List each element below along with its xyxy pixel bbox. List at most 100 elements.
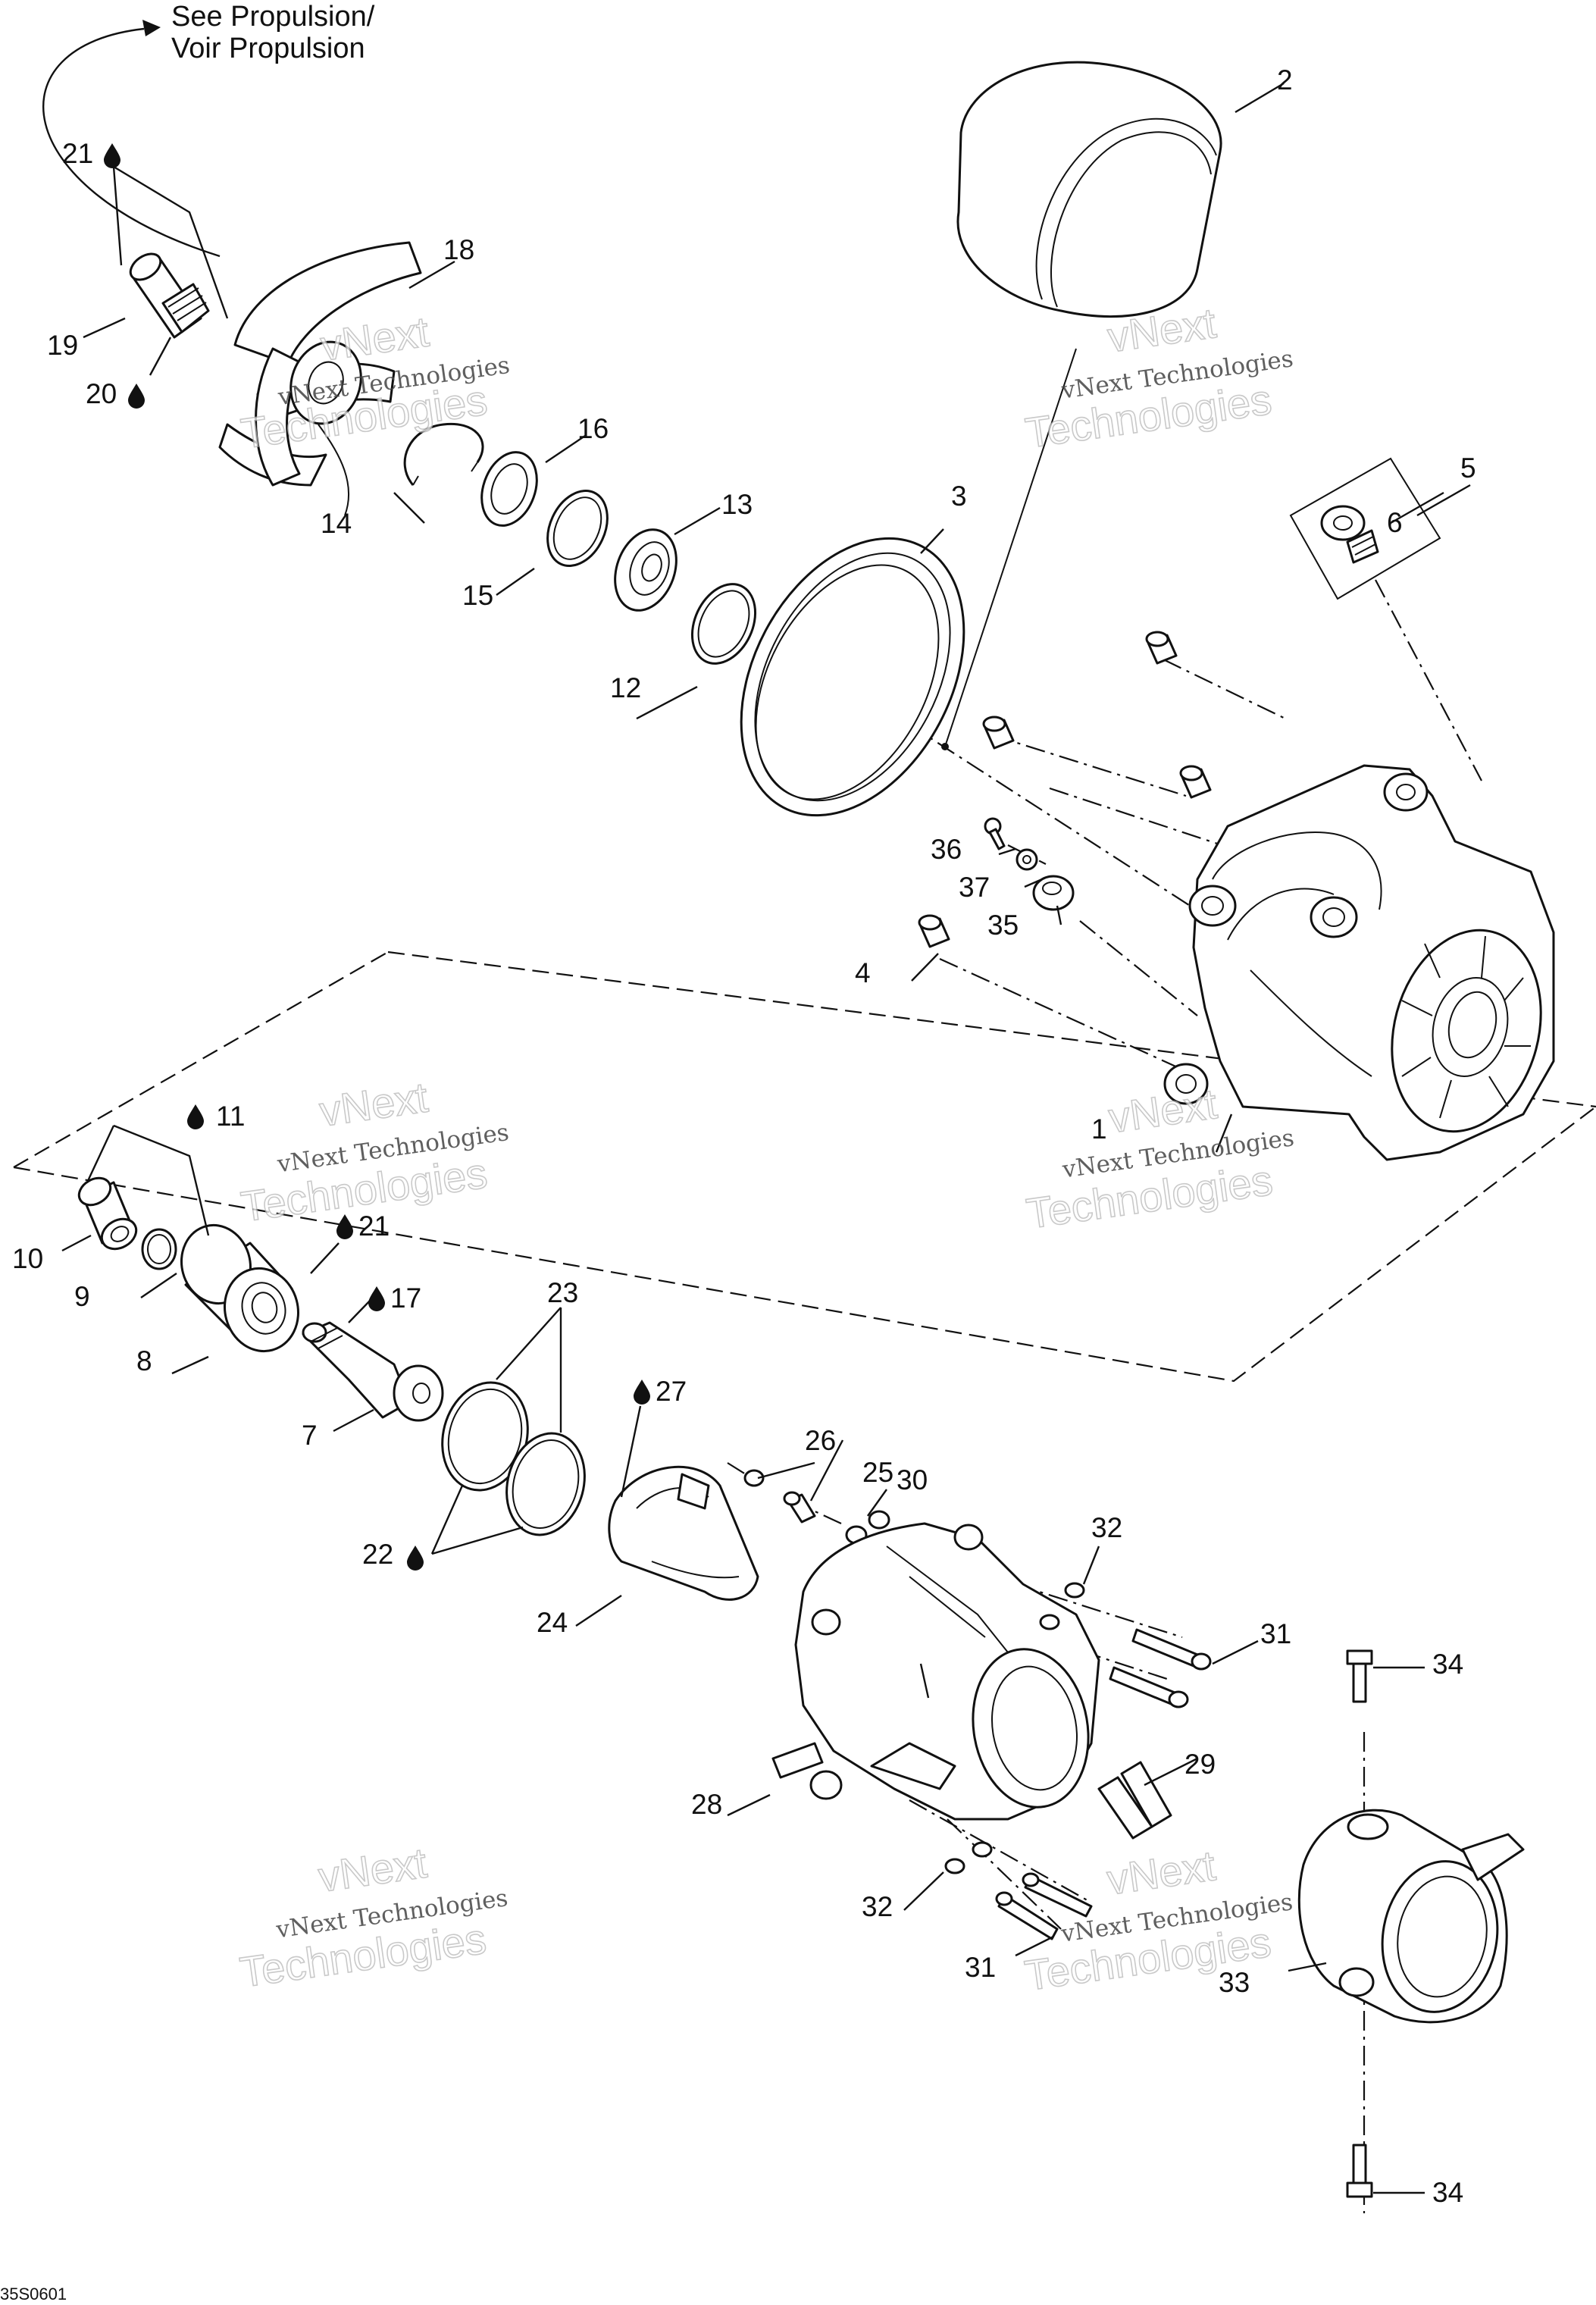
label-29: 29 xyxy=(1184,1749,1216,1780)
cone-24 xyxy=(608,1465,759,1601)
axis-line-upper xyxy=(878,704,1244,941)
label-4: 4 xyxy=(855,957,871,988)
o-ring-15 xyxy=(546,489,609,568)
axis-line-bush-35 xyxy=(1079,920,1198,1016)
label-34a: 34 xyxy=(1432,1649,1463,1680)
note-arrow-curve xyxy=(42,27,221,258)
watermark-text: vNext xyxy=(1104,1841,1219,1903)
label-11: 11 xyxy=(216,1101,245,1132)
label-27: 27 xyxy=(656,1376,687,1407)
label-26: 26 xyxy=(805,1425,836,1456)
label-9: 9 xyxy=(74,1281,90,1312)
label-16: 16 xyxy=(577,413,609,444)
impeller-sleeve-19 xyxy=(129,252,210,339)
oil-drop-icon xyxy=(407,1546,424,1571)
ring-2-leader-to-housing xyxy=(944,348,1077,747)
label-21a: 21 xyxy=(62,138,93,169)
axis-line-plug-6 xyxy=(1375,579,1482,781)
oil-drop-icon xyxy=(634,1380,650,1405)
axis-line-screw-36 xyxy=(1007,844,1047,865)
wear-ring-2 xyxy=(956,61,1222,318)
oil-drop-icon xyxy=(128,384,145,409)
plug-box-5 xyxy=(1289,457,1441,600)
label-13: 13 xyxy=(721,489,753,520)
nozzle-33 xyxy=(1297,1809,1525,2024)
screw-36 xyxy=(984,817,1006,850)
pump-housing-1 xyxy=(1163,764,1555,1161)
o-rings-22-23 xyxy=(441,1381,586,1536)
impeller-18 xyxy=(218,241,422,516)
label-37: 37 xyxy=(959,872,990,903)
label-31b: 31 xyxy=(965,1952,996,1983)
note-line-2: Voir Propulsion xyxy=(171,33,365,64)
bushing-35 xyxy=(1032,875,1075,911)
watermark-text: vNext xyxy=(315,1839,430,1901)
see-propulsion-note: See Propulsion/ Voir Propulsion xyxy=(42,1,375,258)
washer-screw-25-26 xyxy=(743,1469,816,1524)
seal-13 xyxy=(614,528,678,612)
bolts-31-32 xyxy=(944,1582,1212,1940)
label-7: 7 xyxy=(302,1420,318,1451)
seal-16 xyxy=(480,451,538,527)
watermark-text: vNext xyxy=(1106,1079,1220,1142)
axis-lines-bolts-31-lower xyxy=(909,1799,1092,1930)
label-35: 35 xyxy=(987,910,1019,941)
cap-10 xyxy=(77,1176,138,1251)
label-8: 8 xyxy=(136,1345,152,1376)
label-32a: 32 xyxy=(1091,1512,1122,1543)
oil-drop-icon xyxy=(336,1214,353,1239)
oil-drop-icon xyxy=(104,143,120,168)
label-25: 25 xyxy=(862,1457,893,1488)
label-28: 28 xyxy=(691,1789,722,1820)
label-36: 36 xyxy=(931,834,962,865)
label-14: 14 xyxy=(321,508,352,539)
label-21b: 21 xyxy=(358,1210,390,1242)
washer-37 xyxy=(1015,848,1038,871)
note-arrowhead xyxy=(142,20,161,36)
bolts-34 xyxy=(1346,1649,1373,2198)
label-32b: 32 xyxy=(862,1891,893,1922)
plugs-29 xyxy=(1097,1761,1172,1840)
label-19: 19 xyxy=(47,330,78,361)
group-box-outline xyxy=(13,950,1596,1383)
label-31a: 31 xyxy=(1260,1618,1291,1649)
oil-drop-icon xyxy=(368,1286,385,1311)
label-2: 2 xyxy=(1277,64,1293,96)
o-ring-9 xyxy=(141,1228,177,1270)
shaft-7 xyxy=(302,1321,444,1422)
label-17: 17 xyxy=(390,1282,421,1314)
label-5: 5 xyxy=(1460,453,1476,484)
leader-lines xyxy=(61,82,1471,2194)
axis-line-cone-screw xyxy=(727,1462,842,1524)
label-12: 12 xyxy=(610,672,641,703)
label-6: 6 xyxy=(1387,507,1403,538)
label-30: 30 xyxy=(897,1464,928,1495)
label-18: 18 xyxy=(443,234,474,265)
watermarks: vNext Technologies Technologies vNext vN… xyxy=(236,298,1296,2000)
figure-code: 35S0601 xyxy=(0,2285,67,2303)
label-23: 23 xyxy=(547,1277,578,1308)
circlip-14 xyxy=(403,422,484,486)
label-24: 24 xyxy=(537,1607,568,1638)
label-1: 1 xyxy=(1091,1113,1107,1145)
label-10: 10 xyxy=(12,1243,43,1274)
label-22: 22 xyxy=(362,1539,393,1570)
label-34b: 34 xyxy=(1432,2177,1463,2208)
ring-2-leader-dot xyxy=(941,743,949,750)
venturi-housing-28 xyxy=(771,1522,1100,1821)
cap-bolts-upper xyxy=(918,631,1212,948)
oil-drop-icon xyxy=(187,1104,204,1129)
watermark-text: vNext xyxy=(317,1073,431,1135)
bearing-8 xyxy=(180,1223,300,1353)
o-ring-12 xyxy=(690,583,757,665)
label-15: 15 xyxy=(462,580,493,611)
watermark-text: vNext xyxy=(318,307,432,369)
o-ring-3 xyxy=(740,537,965,817)
part-labels: 2 3 5 6 18 21 19 20 16 14 13 15 12 36 37… xyxy=(12,64,1476,2208)
axis-line-bolt-4 xyxy=(939,957,1198,1078)
label-20: 20 xyxy=(86,378,117,409)
label-3: 3 xyxy=(951,481,967,512)
label-33: 33 xyxy=(1219,1967,1250,1998)
note-line-1: See Propulsion/ xyxy=(171,1,375,33)
